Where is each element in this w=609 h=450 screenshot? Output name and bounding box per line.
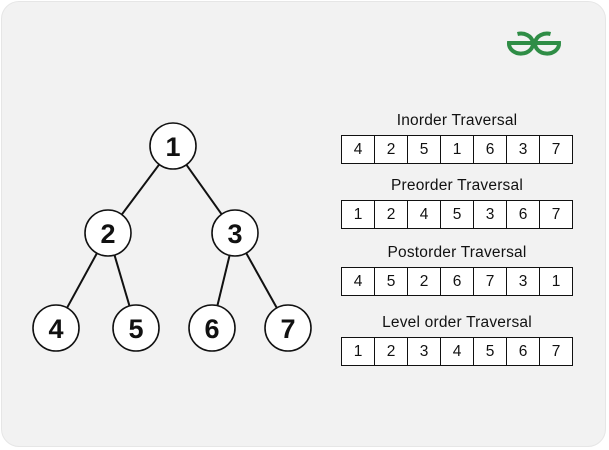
tree-edge-2-4 (66, 252, 98, 309)
node-circle (32, 304, 80, 352)
array-cell: 4 (440, 338, 473, 365)
node-label: 2 (100, 219, 115, 249)
tree-edge-3-6 (216, 255, 231, 306)
tree-node-3: 3 (211, 209, 259, 257)
traversal-array: 4 2 5 1 6 3 7 (341, 135, 573, 164)
array-cell: 1 (353, 342, 363, 360)
array-cell: 5 (473, 338, 506, 365)
tree-edge-1-2 (120, 163, 161, 216)
node-circle (84, 209, 132, 257)
tree-nodes: 1 2 3 4 5 6 7 (32, 122, 312, 352)
traversal-title: Postorder Traversal (387, 244, 527, 261)
array-cell: 7 (473, 268, 506, 295)
traversal-array: 4 5 2 6 7 3 1 (341, 267, 573, 296)
traversal-title: Level order Traversal (382, 314, 532, 331)
node-label: 5 (128, 314, 143, 344)
geeksforgeeks-logo-icon (507, 31, 561, 56)
node-circle (188, 304, 236, 352)
preorder-traversal: Preorder Traversal 1 2 4 5 3 6 7 (341, 176, 573, 229)
node-label: 3 (227, 219, 242, 249)
inorder-traversal: Inorder Traversal 4 2 5 1 6 3 7 (341, 111, 573, 164)
tree-edge-1-3 (185, 164, 223, 215)
array-cell: 7 (539, 201, 572, 228)
postorder-traversal: Postorder Traversal 4 5 2 6 7 3 1 (341, 243, 573, 296)
array-cell: 4 (353, 272, 363, 290)
node-label: 7 (280, 314, 295, 344)
array-cell: 1 (539, 268, 572, 295)
node-circle (149, 122, 197, 170)
array-cell: 5 (407, 136, 440, 163)
array-cell: 3 (473, 201, 506, 228)
tree-edges (66, 163, 278, 309)
array-cell: 4 (353, 140, 363, 158)
level-order-traversal: Level order Traversal 1 2 3 4 5 6 7 (341, 313, 573, 366)
tree-node-7: 7 (264, 304, 312, 352)
traversal-array: 1 2 4 5 3 6 7 (341, 200, 573, 229)
node-label: 6 (204, 314, 219, 344)
array-cell: 6 (473, 136, 506, 163)
array-cell: 6 (506, 201, 539, 228)
tree-edge-2-5 (113, 254, 131, 307)
tree-node-6: 6 (188, 304, 236, 352)
array-cell: 7 (539, 338, 572, 365)
array-cell: 5 (440, 201, 473, 228)
traversal-array: 1 2 3 4 5 6 7 (341, 337, 573, 366)
array-cell: 1 (440, 136, 473, 163)
array-cell: 7 (539, 136, 572, 163)
array-cell: 2 (407, 268, 440, 295)
array-cell: 3 (506, 136, 539, 163)
tree-node-2: 2 (84, 209, 132, 257)
array-cell: 4 (407, 201, 440, 228)
node-circle (112, 304, 160, 352)
array-cell: 2 (374, 338, 407, 365)
node-label: 4 (48, 314, 63, 344)
tree-edge-3-7 (245, 252, 278, 309)
node-label: 1 (165, 132, 180, 162)
array-cell: 3 (506, 268, 539, 295)
array-cell: 6 (440, 268, 473, 295)
tree-node-1: 1 (149, 122, 197, 170)
array-cell: 2 (374, 201, 407, 228)
node-circle (211, 209, 259, 257)
tree-node-4: 4 (32, 304, 80, 352)
tree-node-5: 5 (112, 304, 160, 352)
traversal-title: Inorder Traversal (396, 112, 518, 129)
array-cell: 6 (506, 338, 539, 365)
node-circle (264, 304, 312, 352)
array-cell: 1 (353, 205, 363, 223)
array-cell: 2 (374, 136, 407, 163)
traversal-title: Preorder Traversal (391, 177, 523, 194)
array-cell: 3 (407, 338, 440, 365)
array-cell: 5 (374, 268, 407, 295)
